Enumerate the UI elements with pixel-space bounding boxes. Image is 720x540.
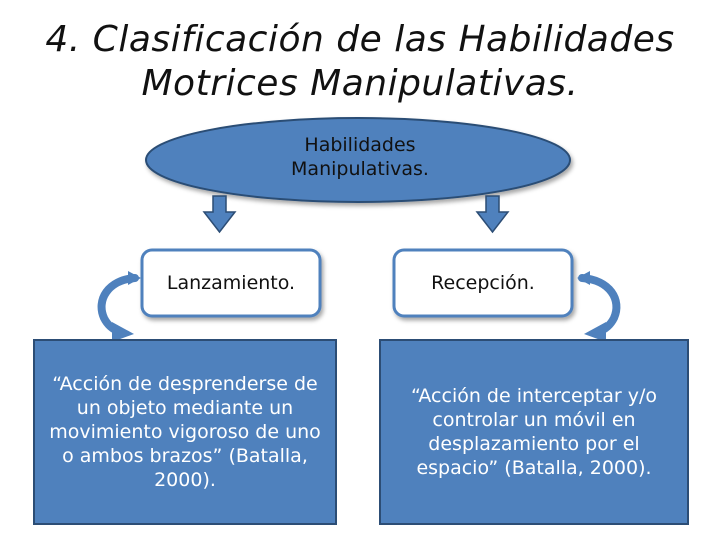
recepcion-description-box xyxy=(379,339,689,525)
recepcion-description: “Acción de interceptar y/o controlar un … xyxy=(411,385,657,479)
down-arrow-right-icon xyxy=(475,195,510,234)
title-line-2: Motrices Manipulativas. xyxy=(141,63,579,104)
title-line-1: 4. Clasificación de las Habilidades xyxy=(45,19,675,60)
root-label-line-2: Manipulativas. xyxy=(291,158,429,180)
curved-arrow-left-icon xyxy=(97,271,141,342)
lanzamiento-box xyxy=(140,248,322,318)
down-arrow-left-icon xyxy=(202,195,237,234)
root-label-line-1: Habilidades xyxy=(304,134,416,156)
root-label: Habilidades Manipulativas. xyxy=(230,133,490,181)
recepcion-box xyxy=(392,248,574,318)
lanzamiento-description-box xyxy=(33,339,337,525)
slide-title: 4. Clasificación de las Habilidades Motr… xyxy=(0,18,720,106)
lanzamiento-description: “Acción de desprenderse de un objeto med… xyxy=(49,373,321,491)
lanzamiento-label: Lanzamiento. xyxy=(166,272,296,294)
recepcion-label: Recepción. xyxy=(431,272,535,294)
curved-arrow-right-icon xyxy=(577,271,621,342)
root-ellipse xyxy=(145,117,571,203)
